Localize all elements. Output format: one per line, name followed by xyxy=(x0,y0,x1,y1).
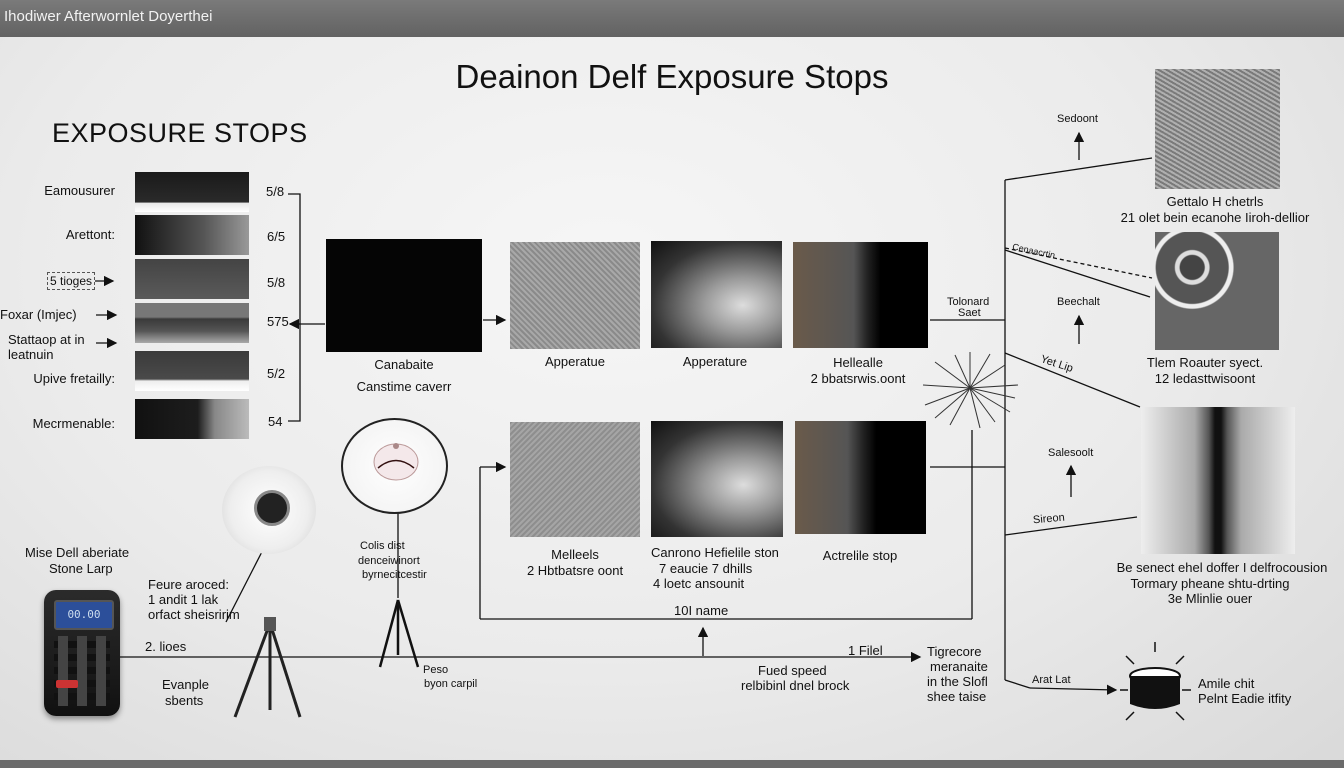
lamp-lens xyxy=(254,490,290,526)
stop-value: 5/8 xyxy=(267,275,286,290)
spotlight-figure-icon xyxy=(373,443,419,481)
light-meter-device: 00.00 xyxy=(44,590,120,716)
arrow-label: 10I name xyxy=(674,603,729,618)
panel-caption: 2 Hbtbatsre oont xyxy=(526,563,624,578)
stop-label: Mecrmenable: xyxy=(32,416,115,431)
arrow-label: in the Slofl xyxy=(927,674,988,689)
lamp-title: Stone Larp xyxy=(49,561,113,576)
spotlight-circle xyxy=(341,418,448,514)
exposure-swatch xyxy=(135,259,249,299)
right-caption: Tlem Roauter syect. xyxy=(1146,355,1264,370)
texture-panel xyxy=(651,241,782,348)
exposure-swatch xyxy=(135,172,249,212)
noise-panel xyxy=(510,422,640,537)
stop-value: 54 xyxy=(268,414,283,429)
note-text: Colis dist xyxy=(360,540,405,552)
arrow-label: Tigrecore xyxy=(927,644,982,659)
tripod-icon xyxy=(233,617,302,718)
arrow-label: Saet xyxy=(958,307,981,319)
bottom-bar xyxy=(0,760,1344,768)
panel-caption: Melleels xyxy=(551,547,599,562)
arrow-label: 1 Filel xyxy=(848,643,883,658)
right-caption: 3e Mlinlie ouer xyxy=(1167,591,1253,606)
arrow-label: Sedoont xyxy=(1057,113,1098,125)
exposure-swatch xyxy=(135,399,249,439)
panel-caption: Canrono Hefielile ston xyxy=(651,545,779,560)
cup-lamp-icon xyxy=(1120,642,1191,721)
exposure-swatch xyxy=(135,303,249,343)
right-caption: 12 ledasttwisoont xyxy=(1154,371,1256,386)
stop-label: Arettont: xyxy=(65,227,115,242)
panel-caption: 4 loetc ansounit xyxy=(653,576,745,591)
stop-label: Foxar (Imjec) xyxy=(0,307,77,322)
exposure-swatch xyxy=(135,215,249,255)
panel-caption: Hellealle xyxy=(833,355,883,370)
right-caption: Tormary pheane shtu-drting xyxy=(1130,576,1290,591)
cracked-image xyxy=(1155,232,1279,350)
stop-value: 575 xyxy=(267,314,289,329)
window-title: Ihodiwer Afterwornlet Doyerthei xyxy=(4,8,213,25)
note-text: 1 andit 1 lak xyxy=(148,592,219,607)
grain-image xyxy=(1155,69,1280,189)
meter-keypad xyxy=(54,636,110,706)
stop-value: 5/2 xyxy=(267,366,286,381)
arrow-label: 2. lioes xyxy=(145,639,187,654)
note-text: byon carpil xyxy=(424,678,478,690)
meter-display: 00.00 xyxy=(54,600,114,630)
split-panel xyxy=(793,242,928,348)
arrow-label: meranaite xyxy=(930,659,988,674)
small-tripod-icon xyxy=(378,599,420,668)
center-caption: Canstime caverr xyxy=(356,379,452,394)
arrow-label: relbibinl dnel brock xyxy=(741,678,850,693)
note-text: denceiwinort xyxy=(358,555,420,567)
lamp-caption: Pelnt Eadie itfity xyxy=(1198,691,1292,706)
right-caption: Be senect ehel doffer I delfrocousion xyxy=(1116,560,1328,575)
panel-caption: Apperature xyxy=(682,354,748,369)
noise-panel xyxy=(510,242,640,349)
note-text: Peso xyxy=(423,664,449,676)
split-panel xyxy=(795,421,926,534)
lamp-caption: Amile chit xyxy=(1198,676,1255,691)
section-title: EXPOSURE STOPS xyxy=(52,118,308,148)
arrow-label: Tolonard xyxy=(947,296,990,308)
arrow-label: Sireon xyxy=(1032,511,1066,527)
note-text: byrnecitcestir xyxy=(362,569,427,581)
panel-caption: 7 eaucie 7 dhills xyxy=(659,561,753,576)
example-text: sbents xyxy=(165,693,204,708)
starburst-icon xyxy=(922,352,1019,429)
right-caption: Gettalo H chetrls xyxy=(1166,194,1264,209)
arrow-label: Salesoolt xyxy=(1048,447,1094,459)
arrow-label: Fued speed xyxy=(758,663,827,678)
stop-label: Eamousurer xyxy=(44,183,115,198)
arrow-label: Arat Lat xyxy=(1032,674,1071,686)
lamp-head xyxy=(222,466,316,554)
stop-label: Upive fretailly: xyxy=(33,371,115,386)
panel-caption: Apperatue xyxy=(545,354,605,369)
stop-value: 5/8 xyxy=(266,184,285,199)
window-titlebar: Ihodiwer Afterwornlet Doyerthei xyxy=(0,0,1344,37)
arrow-label: shee taise xyxy=(927,689,987,704)
stop-value: 6/5 xyxy=(267,229,286,244)
stop-label: 5 tioges xyxy=(47,272,96,290)
panel-caption: Actrelile stop xyxy=(822,548,898,563)
note-text: Feure aroced: xyxy=(148,577,229,592)
lamp-title: Mise Dell aberiate xyxy=(25,545,130,560)
lens-image xyxy=(1141,407,1295,554)
panel-caption: 2 bbatsrwis.oont xyxy=(810,371,906,386)
texture-panel xyxy=(651,421,783,537)
example-text: Evanple xyxy=(162,677,209,692)
meter-red-button xyxy=(56,680,78,688)
stop-label: Stattaop at in leatnuin xyxy=(8,332,85,362)
right-caption: 21 olet bein ecanohe Iiroh-dellior xyxy=(1120,210,1310,225)
black-frame xyxy=(326,239,482,352)
diagram-title: Deainon Delf Exposure Stops xyxy=(455,58,889,95)
center-caption: Canabaite xyxy=(374,357,434,372)
note-text: orfact sheisririm xyxy=(148,607,240,622)
arrow-label: Beechalt xyxy=(1057,296,1100,308)
exposure-swatch xyxy=(135,351,249,391)
